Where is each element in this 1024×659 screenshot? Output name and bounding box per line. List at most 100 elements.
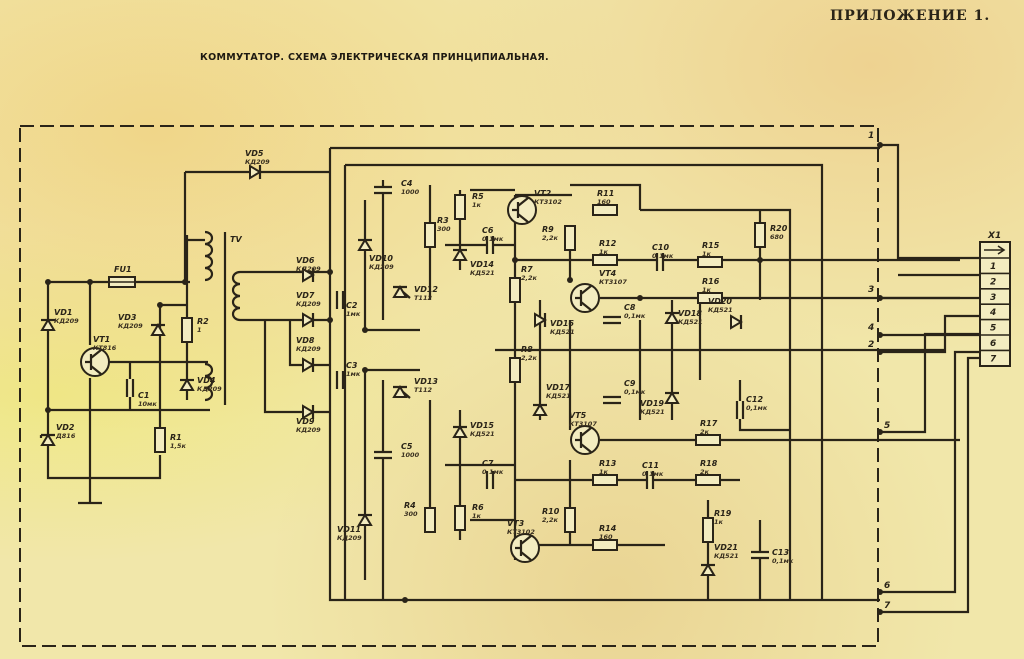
component-c13 — [751, 550, 769, 560]
component-value: КД209 — [54, 317, 79, 325]
component-ref: TV — [230, 235, 242, 244]
connector-pin[interactable]: 5 — [990, 324, 996, 334]
component-c2 — [335, 291, 345, 309]
component-ref: R15 — [702, 241, 720, 250]
component-ref: C10 — [652, 243, 669, 252]
component-value: 2,2к — [542, 516, 559, 524]
component-vd16 — [534, 312, 547, 328]
component-ref: R1 — [170, 433, 182, 442]
component-ref: R19 — [714, 509, 732, 518]
component-value: КД521 — [546, 392, 571, 400]
component-r17 — [695, 434, 721, 446]
component-vd12 — [392, 285, 411, 299]
component-value: Т112 — [414, 294, 432, 302]
component-value: 1к — [599, 248, 609, 256]
component-vd4 — [179, 378, 195, 391]
component-c12 — [735, 401, 745, 419]
component-value: 2,2к — [521, 274, 538, 282]
junction-dot — [877, 609, 883, 615]
component-r6 — [454, 505, 466, 531]
component-value: 2к — [700, 428, 710, 436]
component-value: 2,2к — [542, 234, 559, 242]
component-r20 — [754, 222, 766, 248]
terminal-t4: 4 — [867, 323, 874, 333]
component-vt5 — [570, 425, 600, 455]
component-ref: R3 — [437, 216, 449, 225]
schematic-title: КОММУТАТОР. СХЕМА ЭЛЕКТРИЧЕСКАЯ ПРИНЦИПИ… — [200, 52, 549, 63]
component-value: КД209 — [296, 345, 321, 353]
component-value: КТ816 — [93, 344, 117, 352]
component-value: 0,1мк — [624, 388, 646, 396]
component-r9 — [564, 225, 576, 251]
connector-pin[interactable]: 4 — [989, 308, 996, 318]
component-value: КТ3102 — [534, 198, 562, 206]
component-value: 0,1мк — [772, 557, 794, 565]
component-vd14 — [452, 248, 468, 261]
component-ref: R18 — [700, 459, 718, 468]
junction-dot — [362, 367, 368, 373]
component-r4 — [424, 507, 436, 533]
component-vd17 — [532, 403, 548, 416]
component-vd6 — [302, 267, 315, 283]
component-ref: R13 — [599, 459, 617, 468]
junction-dot — [877, 295, 883, 301]
component-vd9 — [302, 404, 315, 420]
component-r3 — [424, 222, 436, 248]
terminal-t2: 2 — [868, 340, 874, 350]
component-ref: VD17 — [546, 383, 570, 392]
component-value: 1к — [472, 201, 482, 209]
component-ref: VD12 — [414, 285, 438, 294]
component-value: 1к — [702, 286, 712, 294]
connector-pin[interactable]: 6 — [990, 339, 996, 349]
component-value: 0,1мк — [652, 252, 674, 260]
component-value: КТ3107 — [569, 420, 597, 428]
component-ref: VD14 — [470, 260, 494, 269]
terminal-t7: 7 — [884, 601, 891, 611]
connector-pin[interactable]: 2 — [990, 277, 996, 287]
component-r10 — [564, 507, 576, 533]
component-c8 — [603, 315, 621, 325]
junction-dot — [182, 279, 188, 285]
component-ref: VT3 — [507, 519, 525, 528]
connector-pin[interactable]: 7 — [990, 354, 997, 364]
component-ref: VD16 — [550, 319, 574, 328]
transformer-tv — [204, 230, 241, 405]
component-ref: VD13 — [414, 377, 438, 386]
component-value: 2,2к — [521, 354, 538, 362]
component-vd11 — [357, 513, 373, 526]
component-r19 — [702, 517, 714, 543]
enclosure-boundary — [19, 125, 879, 647]
component-ref: R5 — [472, 192, 484, 201]
component-ref: R2 — [197, 317, 209, 326]
component-c10 — [655, 253, 665, 271]
component-vd15 — [452, 425, 468, 438]
component-ref: VD19 — [640, 399, 664, 408]
terminal-t5: 5 — [884, 421, 890, 431]
terminal-t1: 1 — [868, 131, 874, 141]
connector-pin[interactable]: 1 — [990, 262, 996, 272]
connector-label: X1 — [987, 231, 1001, 241]
component-value: 300 — [404, 510, 418, 518]
component-value: КТ3102 — [507, 528, 535, 536]
component-value: 1к — [702, 250, 712, 258]
component-ref: R9 — [542, 225, 554, 234]
component-r5 — [454, 194, 466, 220]
junction-dot — [877, 349, 883, 355]
component-ref: VD11 — [337, 525, 361, 534]
component-value: 10мк — [138, 400, 157, 408]
component-ref: VD10 — [369, 254, 393, 263]
component-ref: VD9 — [296, 417, 315, 426]
component-value: КД209 — [369, 263, 394, 271]
component-vd20 — [730, 314, 743, 330]
connector-pin[interactable]: 3 — [990, 293, 996, 303]
component-ref: FU1 — [114, 265, 132, 274]
junction-dot — [362, 327, 368, 333]
component-ref: VD2 — [56, 423, 75, 432]
component-value: 1мк — [346, 370, 361, 378]
junction-dot — [327, 317, 333, 323]
component-value: КД209 — [296, 300, 321, 308]
junction-dot — [567, 277, 573, 283]
connector-x1[interactable]: X1 1 2 3 4 5 6 7 — [979, 231, 1011, 367]
